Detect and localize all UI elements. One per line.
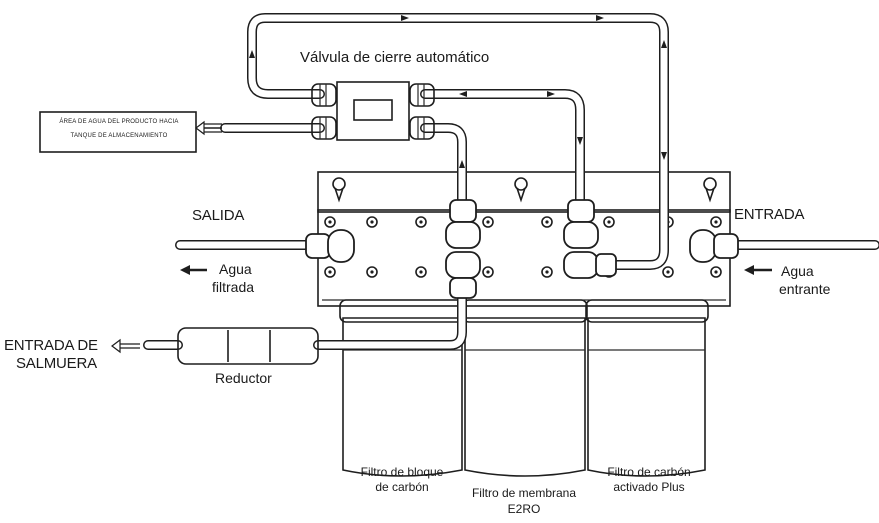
- filter2-line1: Filtro de membrana: [471, 486, 577, 500]
- filter-housings: [339, 299, 709, 477]
- reductor-label: Reductor: [215, 370, 272, 386]
- filter1-line2: de carbón: [375, 480, 429, 494]
- agua-filtrada-line2: filtrada: [212, 279, 255, 295]
- reductor: [177, 327, 319, 365]
- salmuera-line2: SALMUERA: [16, 355, 97, 372]
- filter3-line1: Filtro de carbón: [607, 465, 691, 479]
- valve-label: Válvula de cierre automático: [300, 49, 490, 66]
- tank-label-line1: ÁREA DE AGUA DEL PRODUCTO HACIA: [59, 119, 179, 125]
- shutoff-valve: [311, 81, 435, 141]
- entrada-label: ENTRADA: [734, 206, 805, 223]
- agua-filtrada-line1: Agua: [219, 261, 252, 277]
- label-arrows: [111, 120, 772, 354]
- fittings: [305, 199, 739, 299]
- filter3-line2: activado Plus: [613, 480, 685, 494]
- tank-label-box: [39, 111, 197, 153]
- agua-entrante-line2: entrante: [779, 281, 831, 297]
- salida-label: SALIDA: [192, 207, 245, 224]
- tank-label-line2: TANQUE DE ALMACENAMIENTO: [70, 133, 168, 139]
- keyhole-slots: [332, 177, 717, 203]
- salmuera-line1: ENTRADA DE: [4, 337, 98, 354]
- filter2-line2: E2RO: [507, 502, 541, 516]
- filter1-line1: Filtro de bloque: [360, 465, 444, 479]
- tubing: [143, 13, 879, 350]
- agua-entrante-line1: Agua: [781, 263, 814, 279]
- flow-arrows: [249, 15, 667, 168]
